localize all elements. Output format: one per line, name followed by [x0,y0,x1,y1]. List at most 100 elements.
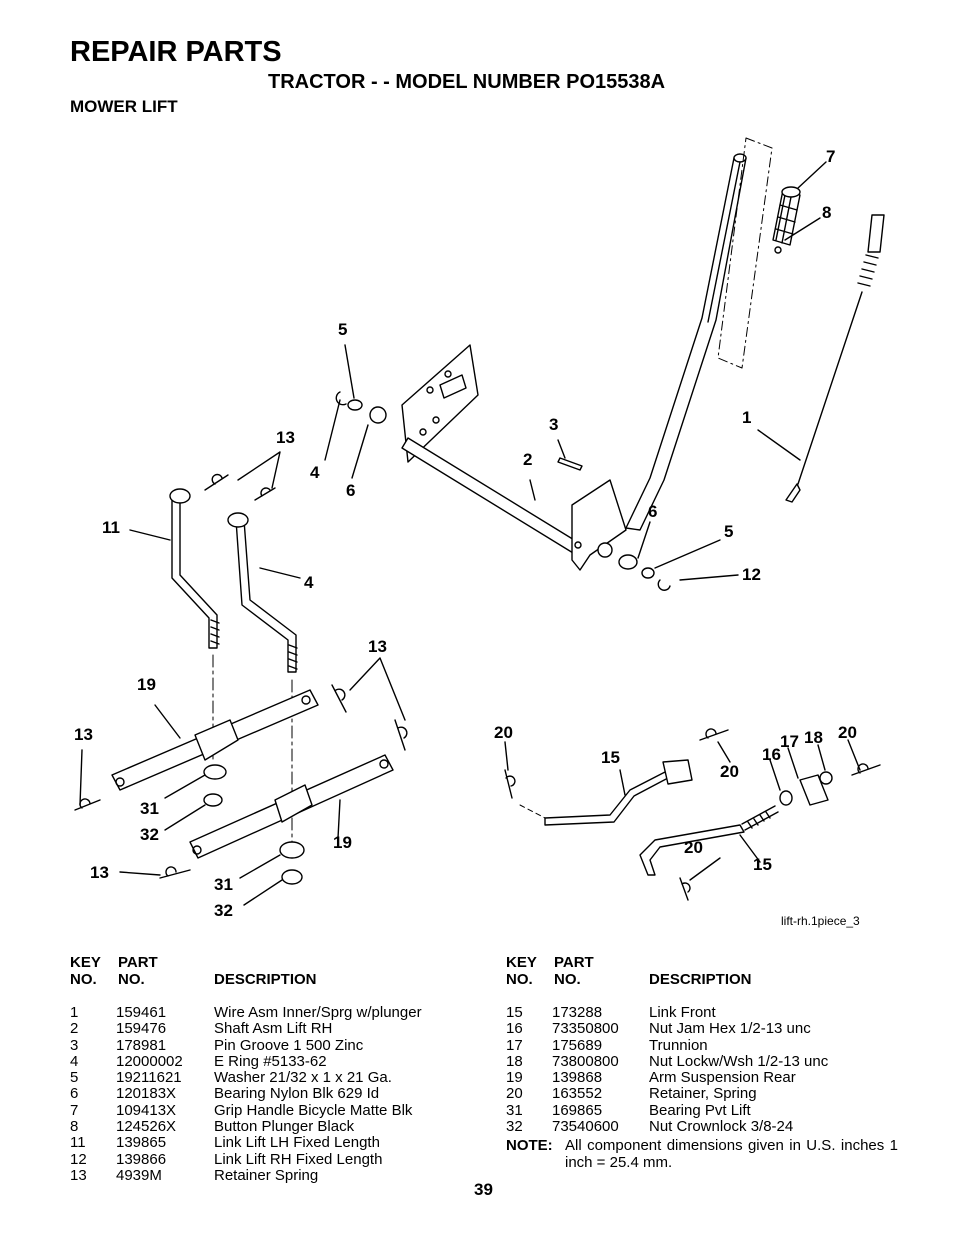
callout-4: 4 [304,573,314,592]
cell-key: 11 [70,1134,86,1152]
key-header-line2: NO. [70,971,97,988]
cell-desc: Button Plunger Black [214,1118,355,1136]
suspension-arm-upper [111,689,319,791]
part-header-line2: NO. [118,971,145,988]
cell-desc: Pin Groove 1 500 Zinc [214,1036,364,1054]
callout-5: 5 [338,320,347,339]
lift-shaft [401,437,627,571]
cell-key: 32 [506,1118,523,1136]
callout-19: 19 [137,675,156,694]
model-subtitle: TRACTOR - - MODEL NUMBER PO15538A [268,71,666,93]
cell-part: 169865 [552,1101,603,1119]
link-lift-lh [169,488,220,761]
link-front-upper [519,759,693,826]
page-title: REPAIR PARTS [70,36,282,68]
cell-desc: Bearing Nylon Blk 629 Id [214,1085,380,1103]
callout-17: 17 [780,732,799,751]
callout-32: 32 [140,825,159,844]
callout-20: 20 [684,838,703,857]
cell-desc: Shaft Asm Lift RH [214,1020,333,1038]
page-number: 39 [474,1180,493,1199]
cell-desc: Nut Crownlock 3/8-24 [649,1118,794,1136]
note-label: NOTE: [506,1137,553,1154]
table-row: 15 173288 Link Front [506,1004,906,1021]
callout-20: 20 [838,723,857,742]
cell-desc: Link Front [649,1004,716,1021]
cell-key: 15 [506,1004,523,1021]
cell-part: 124526X [116,1118,177,1136]
cell-key: 20 [506,1085,523,1103]
part-header-line2: NO. [554,971,581,988]
callout-15: 15 [753,855,772,874]
callout-31: 31 [140,799,159,818]
callout-2: 2 [523,450,532,469]
cell-desc: Retainer Spring [214,1166,319,1184]
cell-part: 120183X [116,1085,177,1103]
callout-4: 4 [310,463,320,482]
part-header: PART [554,954,594,971]
callout-19: 19 [333,833,352,852]
cell-part: 19211621 [116,1069,182,1087]
cell-desc: Wire Asm Inner/Sprg w/plunger [214,1004,422,1021]
link-front-lower [639,805,779,876]
description-header: DESCRIPTION [214,971,317,988]
lift-lever [625,153,747,531]
cell-key: 12 [70,1150,87,1168]
cell-desc: Grip Handle Bicycle Matte Blk [214,1101,413,1119]
cell-desc: Retainer, Spring [649,1085,757,1103]
cell-part: 73350800 [552,1020,619,1038]
callout-7: 7 [826,147,835,166]
cell-desc: Washer 21/32 x 1 x 21 Ga. [214,1069,392,1087]
cell-part: 73800800 [552,1052,619,1070]
cell-part: 175689 [552,1036,603,1054]
cell-key: 17 [506,1036,523,1054]
callout-31: 31 [214,875,233,894]
cell-desc: Link Lift LH Fixed Length [214,1134,380,1152]
cell-desc: Trunnion [649,1036,708,1054]
cell-key: 16 [506,1020,523,1038]
callout-8: 8 [822,203,831,222]
callout-18: 18 [804,728,823,747]
part-header: PART [118,954,158,971]
callout-13: 13 [368,637,387,656]
description-header: DESCRIPTION [649,971,752,988]
key-header-line2: NO. [506,971,533,988]
plunger-wire [785,214,885,503]
cell-part: 178981 [116,1036,167,1054]
cell-part: 159461 [116,1004,167,1021]
callout-1: 1 [742,408,751,427]
callout-13: 13 [276,428,295,447]
key-header: KEY [70,954,101,971]
handle-outline [717,137,773,369]
cell-desc: Link Lift RH Fixed Length [214,1150,383,1168]
section-heading: MOWER LIFT [70,97,178,116]
callout-32: 32 [214,901,233,920]
cell-key: 6 [70,1085,79,1103]
cell-desc: Nut Lockw/Wsh 1/2-13 unc [649,1052,829,1070]
cell-part: 109413X [116,1101,177,1119]
cell-key: 8 [70,1118,79,1136]
cell-key: 1 [70,1004,79,1021]
table-header: KEY NO. PART NO. DESCRIPTION [506,954,906,989]
cell-desc: Bearing Pvt Lift [649,1101,751,1119]
cell-part: 173288 [552,1004,603,1021]
table-row: 6 120183X Bearing Nylon Blk 629 Id [70,1085,470,1103]
cell-key: 4 [70,1052,79,1070]
parts-table-right: KEY NO. PART NO. DESCRIPTION 15 173288 Lin… [506,954,906,1136]
callout-15: 15 [601,748,620,767]
callout-20: 20 [720,762,739,781]
callout-11: 11 [102,518,120,537]
callout-5: 5 [724,522,733,541]
callout-12: 12 [742,565,761,584]
key-header: KEY [506,954,537,971]
